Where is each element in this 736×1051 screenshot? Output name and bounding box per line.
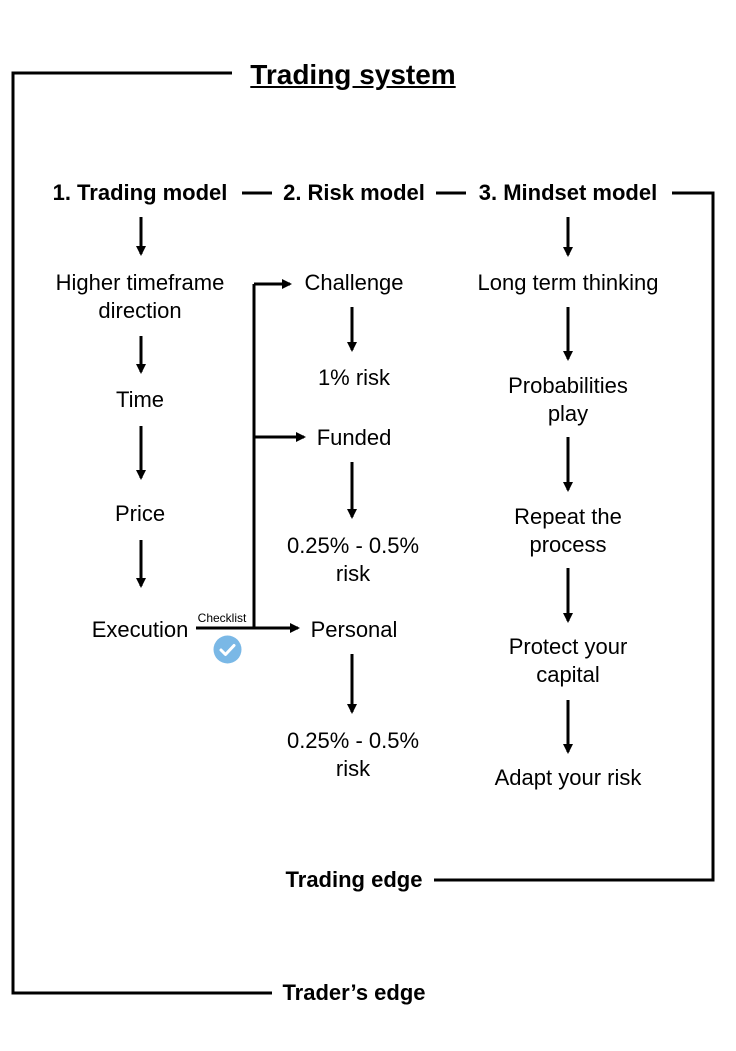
risk-value-challenge: 1% risk [317,365,391,390]
header-trading-model: 1. Trading model [52,180,228,205]
mindset-probabilities-play: Probabilities play [508,373,628,426]
header-mindset-model: 3. Mindset model [478,180,658,205]
step-execution: Execution [91,617,189,642]
outer-frame-line [11,71,272,995]
mindset-long-term-thinking: Long term thinking [477,270,659,295]
page-title: Trading system [250,59,456,90]
mindset-adapt-risk: Adapt your risk [494,765,642,790]
risk-branch-challenge: Challenge [304,270,404,295]
step-time: Time [115,387,165,412]
label-trading-edge: Trading edge [285,867,423,892]
risk-value-personal: 0.25% - 0.5% risk [286,728,420,781]
risk-value-funded: 0.25% - 0.5% risk [286,533,420,586]
inner-frame-line [434,191,715,882]
checkmark-badge-icon [213,635,242,664]
step-higher-timeframe-direction: Higher timeframe direction [55,270,225,323]
header-risk-model: 2. Risk model [283,180,425,205]
mindset-repeat-process: Repeat the process [514,504,622,557]
step-price: Price [114,501,166,526]
risk-branch-personal: Personal [310,617,398,642]
label-traders-edge: Trader’s edge [282,980,426,1005]
mindset-protect-capital: Protect your capital [508,634,628,687]
risk-branch-funded: Funded [316,425,392,450]
checklist-label: Checklist [197,611,247,625]
